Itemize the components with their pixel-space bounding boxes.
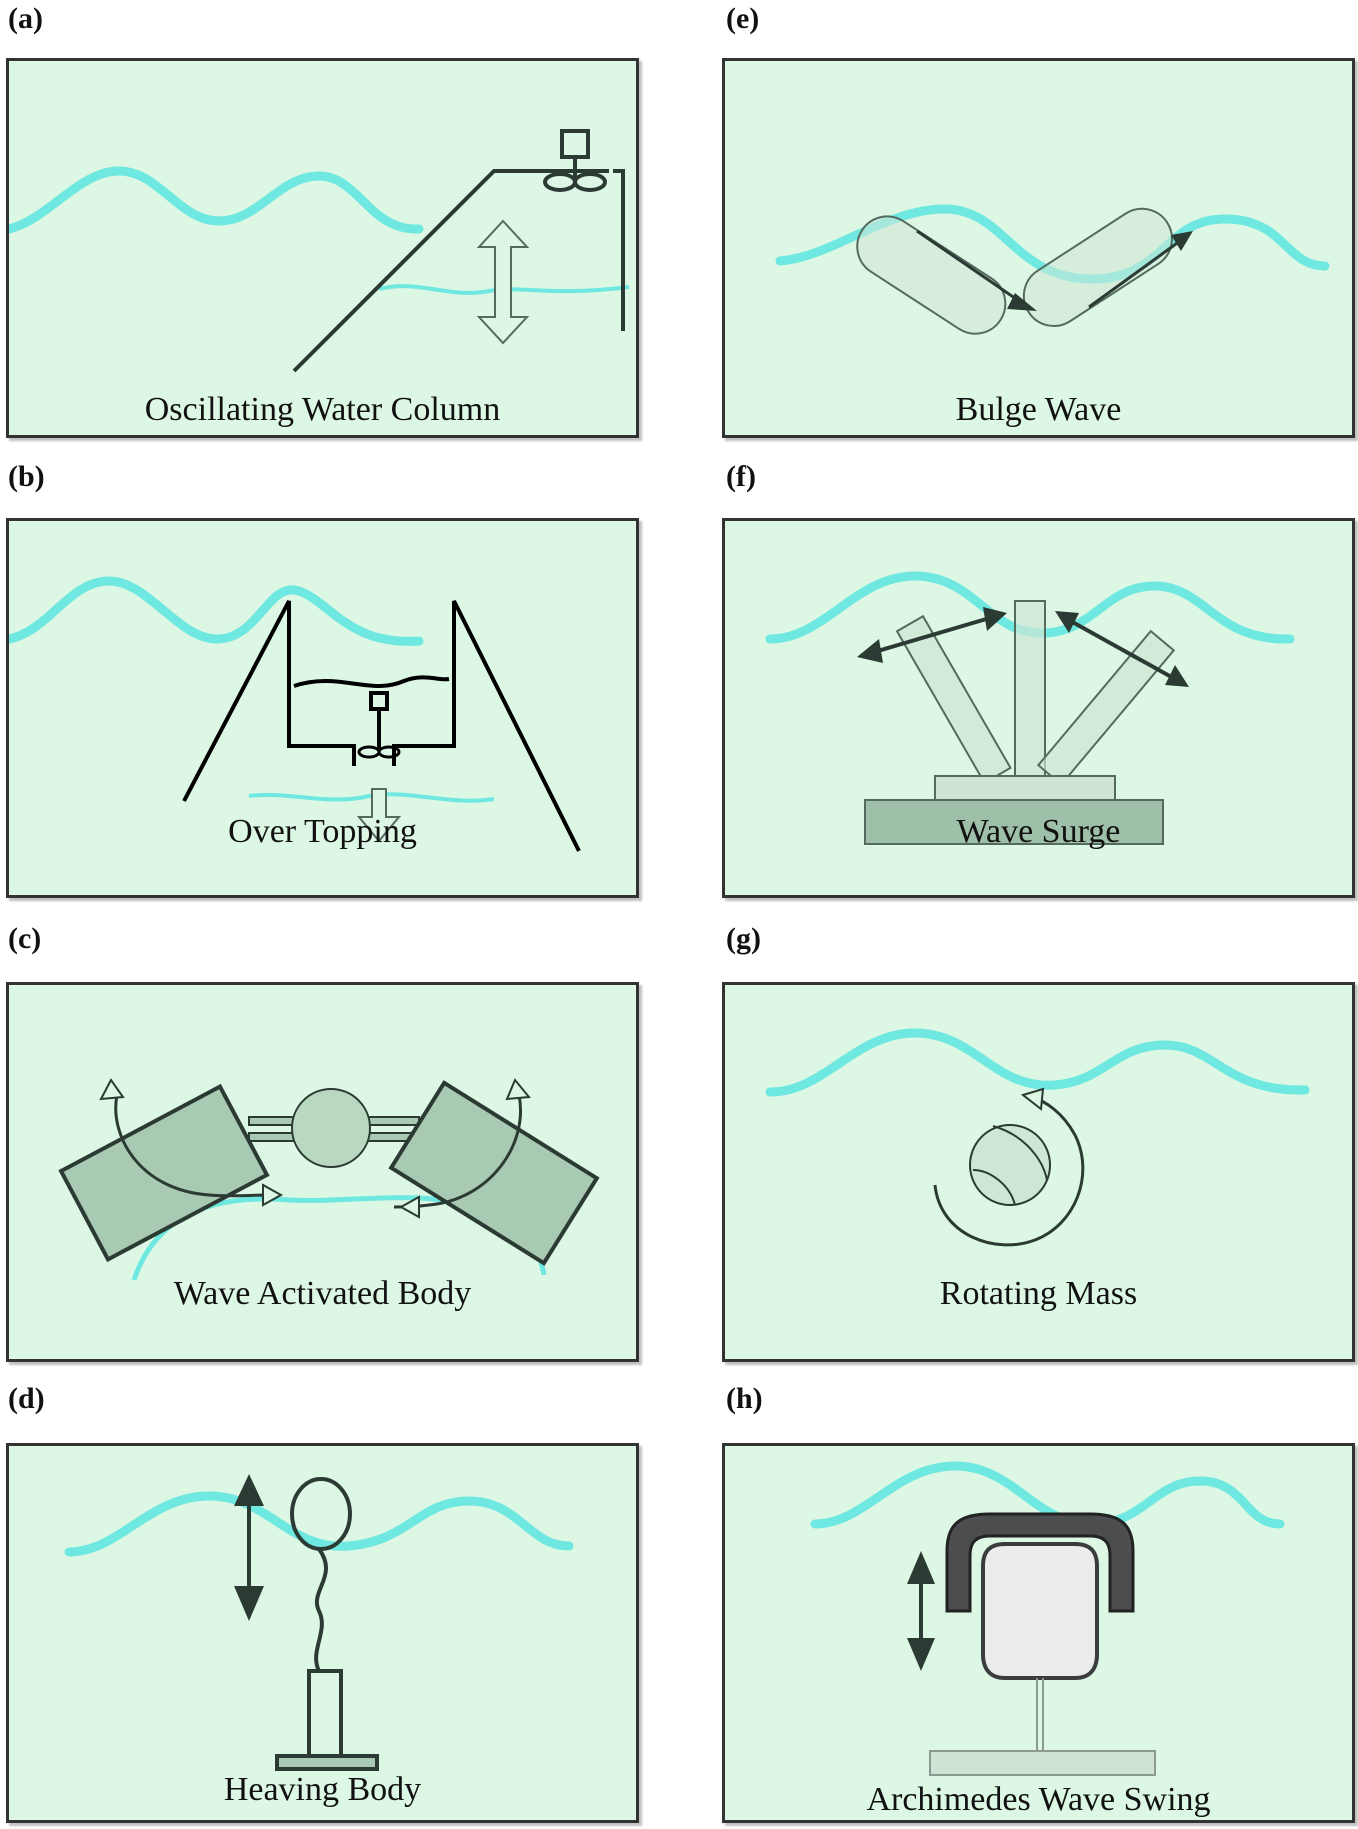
panel-over-topping: Over Topping bbox=[6, 518, 639, 898]
panel-label-a: (a) bbox=[8, 2, 43, 35]
turbine-generator-box bbox=[560, 129, 590, 159]
down-arrow-icon bbox=[356, 788, 402, 843]
bulge-wave-diagram bbox=[775, 204, 1330, 335]
tether-line bbox=[314, 1547, 328, 1672]
turbine-blade-left bbox=[357, 745, 381, 759]
caption: Wave Surge bbox=[956, 813, 1121, 850]
panel-label-h: (h) bbox=[726, 1382, 763, 1415]
bulge-tube-right bbox=[1022, 207, 1173, 327]
down-arrowhead-icon bbox=[234, 1586, 264, 1621]
wave-line bbox=[64, 1491, 574, 1557]
wave-activated-body-diagram bbox=[58, 1078, 600, 1281]
flap-vertical bbox=[1014, 600, 1046, 777]
arrowhead-icon bbox=[505, 1078, 531, 1101]
turbine-blade-right bbox=[573, 172, 607, 192]
down-arrowhead-icon bbox=[907, 1638, 935, 1671]
panel-label-c: (c) bbox=[8, 922, 42, 955]
up-arrowhead-icon bbox=[907, 1551, 935, 1584]
caption: Heaving Body bbox=[223, 1771, 422, 1808]
owc-diagram bbox=[9, 129, 630, 373]
up-arrowhead-icon bbox=[234, 1474, 264, 1506]
panel-rotating-mass: Rotating Mass bbox=[722, 982, 1355, 1362]
arrowhead-icon bbox=[983, 607, 1007, 631]
rotation-arrow bbox=[933, 1095, 1085, 1247]
right-wall bbox=[613, 169, 625, 331]
pto-cylinder bbox=[307, 1669, 343, 1758]
caption: Archimedes Wave Swing bbox=[866, 1781, 1211, 1818]
inner-cylinder bbox=[981, 1542, 1099, 1680]
left-ramp bbox=[182, 600, 356, 802]
arrowhead-icon bbox=[1007, 293, 1037, 311]
buoy-float bbox=[290, 1477, 352, 1551]
panel-oscillating-water-column: Oscillating Water Column bbox=[6, 58, 639, 438]
turbine-blade-right bbox=[377, 745, 401, 759]
outflow-water bbox=[248, 792, 495, 803]
panel-wave-activated-body: Wave Activated Body bbox=[6, 982, 639, 1362]
float-body-left bbox=[58, 1083, 270, 1263]
panel-heaving-body: Heaving Body bbox=[6, 1443, 639, 1823]
panel-label-d: (d) bbox=[8, 1382, 45, 1415]
panel-wave-surge: Wave Surge bbox=[722, 518, 1355, 898]
seabed-foundation bbox=[864, 799, 1164, 845]
floater-cap bbox=[945, 1512, 1135, 1613]
wave-line bbox=[9, 576, 424, 646]
rotating-mass-diagram bbox=[765, 1028, 1310, 1247]
flap-tilted-right bbox=[1036, 629, 1176, 786]
arrowhead-icon bbox=[1020, 1087, 1045, 1111]
caption: Wave Activated Body bbox=[173, 1275, 472, 1312]
rotating-mass-sphere bbox=[969, 1124, 1051, 1206]
arrowhead-icon bbox=[1055, 611, 1079, 633]
panel-bulge-wave: Bulge Wave bbox=[722, 58, 1355, 438]
caption: Over Topping bbox=[228, 813, 417, 850]
hinge-base bbox=[934, 775, 1116, 801]
panel-archimedes-wave-swing: Archimedes Wave Swing bbox=[722, 1443, 1355, 1823]
caption: Rotating Mass bbox=[939, 1275, 1138, 1312]
right-ramp bbox=[392, 600, 581, 852]
heaving-body-diagram bbox=[64, 1474, 574, 1771]
arrowhead-icon bbox=[262, 1183, 284, 1207]
seabed-base bbox=[929, 1750, 1156, 1776]
caption: Oscillating Water Column bbox=[144, 391, 501, 428]
reservoir-water bbox=[293, 675, 450, 688]
double-arrow-icon bbox=[476, 219, 530, 345]
bulge-tube-left bbox=[856, 215, 1007, 335]
rotation-arrow-left bbox=[114, 1094, 270, 1198]
caption: Bulge Wave bbox=[955, 391, 1122, 428]
turbine-box bbox=[369, 691, 389, 711]
panel-label-b: (b) bbox=[8, 460, 45, 493]
archimedes-wave-swing-diagram bbox=[810, 1461, 1285, 1776]
turbine-blade-left bbox=[543, 172, 577, 192]
hinge-joint bbox=[291, 1088, 371, 1168]
wave-surge-diagram bbox=[765, 571, 1295, 845]
arrowhead-icon bbox=[1165, 665, 1189, 687]
arrowhead-icon bbox=[99, 1078, 125, 1101]
arrowhead-icon bbox=[398, 1195, 420, 1219]
inner-water-line bbox=[378, 284, 630, 295]
sloped-wall bbox=[292, 169, 609, 373]
seabed-base bbox=[275, 1754, 379, 1771]
panel-label-e: (e) bbox=[726, 2, 760, 35]
panel-label-g: (g) bbox=[726, 922, 761, 955]
overtopping-diagram bbox=[9, 576, 581, 852]
arrowhead-icon bbox=[857, 639, 883, 663]
wave-line bbox=[765, 1028, 1310, 1097]
wave-line bbox=[9, 166, 424, 234]
panel-label-f: (f) bbox=[726, 460, 756, 493]
arrowhead-icon bbox=[1171, 231, 1193, 251]
